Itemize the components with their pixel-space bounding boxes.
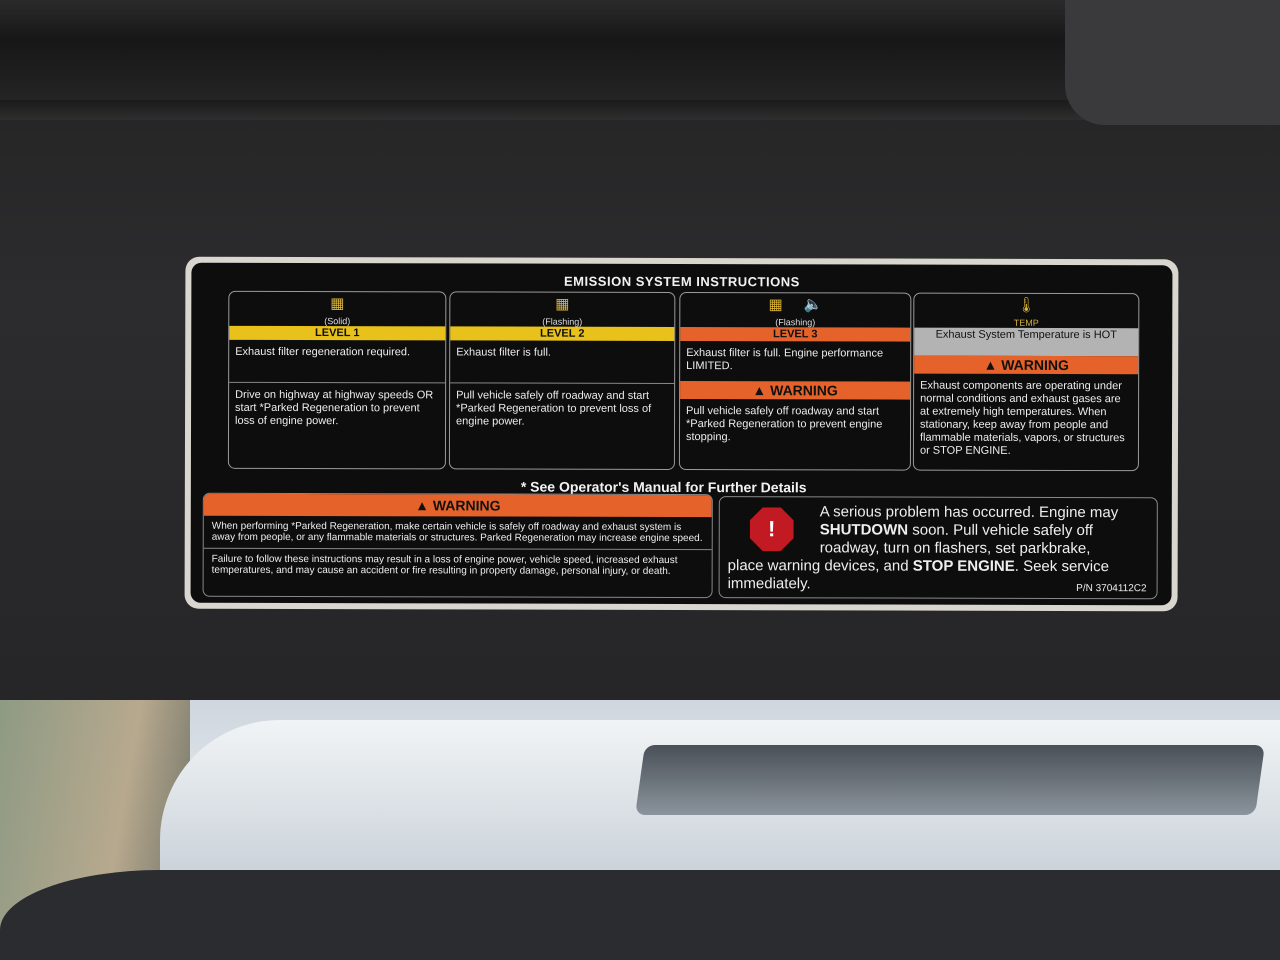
stop-engine-notice: ! A serious problem has occurred. Engine… xyxy=(718,496,1158,600)
stop-warning-icon: ! xyxy=(750,507,794,551)
temp-caption: TEMP xyxy=(1013,317,1039,328)
warning-text: When performing *Parked Regeneration, ma… xyxy=(211,520,703,545)
warning-bar: ▲ WARNING xyxy=(914,355,1139,375)
status-text: Exhaust filter is full. Engine performan… xyxy=(686,347,884,373)
headliner-foam xyxy=(1065,0,1280,125)
temperature-icon: 🌡 xyxy=(1016,296,1036,314)
state: (Flashing) xyxy=(542,316,583,327)
level-bar: LEVEL 1 xyxy=(229,325,446,341)
t: A serious problem has occurred. Engine m… xyxy=(819,503,1119,522)
warning-bar: ▲ WARNING xyxy=(203,493,712,518)
notice-text-1: A serious problem has occurred. Engine m… xyxy=(820,503,1147,558)
state: (Flashing) xyxy=(775,317,816,328)
state: (Solid) xyxy=(324,316,351,327)
warning-label: WARNING xyxy=(770,382,838,399)
panel-level-3: ▦ 🔈 (Flashing) LEVEL 3 Exhaust filter is… xyxy=(678,291,912,471)
level-bar: LEVEL 3 xyxy=(680,326,911,342)
warning-bar: ▲ WARNING xyxy=(680,380,911,400)
consequence-text: Failure to follow these instructions may… xyxy=(203,547,712,583)
label-title: EMISSION SYSTEM INSTRUCTIONS xyxy=(564,273,800,290)
warning-triangle-icon: ▲ xyxy=(415,497,433,514)
warning-triangle-icon: ▲ xyxy=(983,356,1002,373)
dpf-icon: ▦ xyxy=(330,295,345,313)
warning-label: WARNING xyxy=(1001,356,1069,374)
action-text: Drive on highway at highway speeds OR st… xyxy=(228,381,446,435)
level-bar: LEVEL 2 xyxy=(450,326,675,341)
dpf-icon: ▦ 🔈 xyxy=(768,296,823,314)
panel-temp-hot: 🌡 TEMP Exhaust System Temperature is HOT… xyxy=(912,292,1140,472)
status-text: Exhaust filter regeneration required. xyxy=(235,345,411,359)
bottom-warning: ▲ WARNING When performing *Parked Regene… xyxy=(202,492,713,599)
dpf-icon: ▦ xyxy=(555,295,570,313)
dashboard xyxy=(0,870,1280,960)
action-text: Exhaust components are operating under n… xyxy=(919,379,1125,457)
emission-label: EMISSION SYSTEM INSTRUCTIONS ▦ (Solid) L… xyxy=(184,256,1179,612)
action-text: Pull vehicle safely off roadway and star… xyxy=(449,382,675,435)
status-text: Exhaust filter is full. xyxy=(456,346,551,359)
visor-seam xyxy=(0,100,1280,120)
part-number: P/N 3704112C2 xyxy=(1076,583,1147,595)
warning-label: WARNING xyxy=(432,497,501,514)
shutdown-word: SHUTDOWN xyxy=(819,521,909,539)
warning-triangle-icon: ▲ xyxy=(752,382,771,399)
hood-vent xyxy=(635,745,1265,815)
hot-bar: Exhaust System Temperature is HOT xyxy=(914,327,1139,357)
panel-level-1: ▦ (Solid) LEVEL 1 Exhaust filter regener… xyxy=(227,290,447,470)
stop-engine-word: STOP ENGINE xyxy=(912,557,1015,575)
speaker-icon: 🔈 xyxy=(803,296,823,314)
t: place warning devices, and xyxy=(727,557,913,575)
panel-level-2: ▦ (Flashing) LEVEL 2 Exhaust filter is f… xyxy=(448,291,676,470)
action-text: Pull vehicle safely off roadway and star… xyxy=(685,405,883,444)
